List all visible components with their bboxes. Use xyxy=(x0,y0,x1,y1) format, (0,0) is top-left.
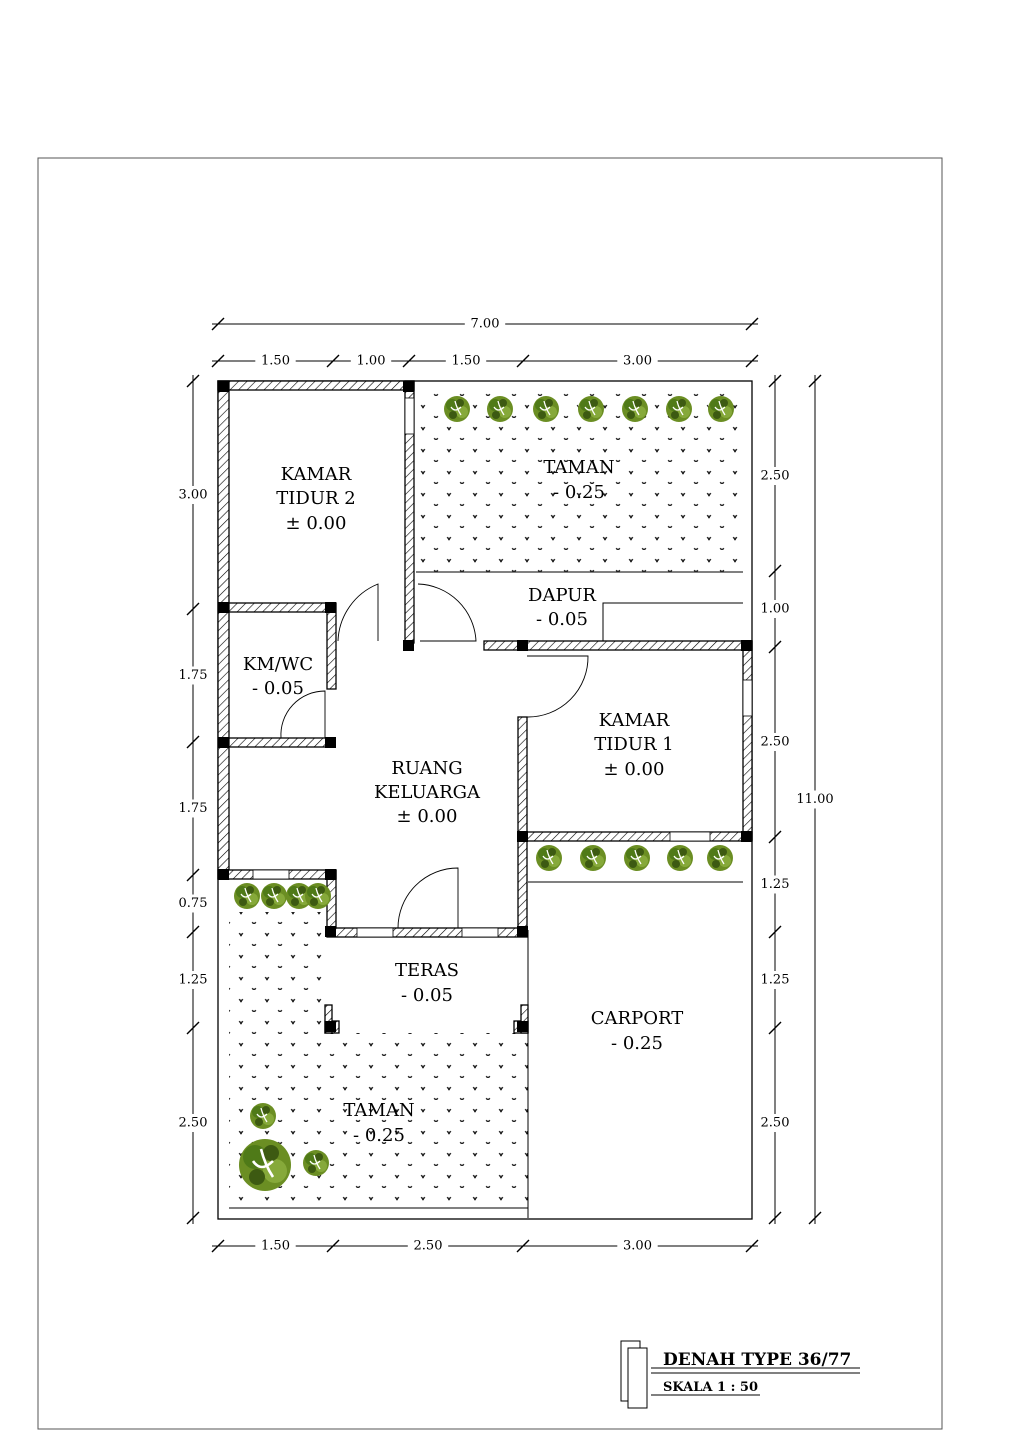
room-taman-front-name: TAMAN xyxy=(343,1100,414,1121)
dim-top-tick xyxy=(745,354,759,368)
room-kamar-tidur-1-name: KAMAR xyxy=(599,710,670,731)
dim-right-tick xyxy=(768,374,782,388)
dim-left-tick xyxy=(186,1021,200,1035)
room-kamar-tidur-2-name2: TIDUR 2 xyxy=(276,488,355,509)
dim-right-tick xyxy=(768,1021,782,1035)
room-kamar-tidur-1-level: ± 0.00 xyxy=(604,759,665,780)
dim-bottom-label: 3.00 xyxy=(623,1239,652,1254)
garden-front-mid xyxy=(329,1033,528,1208)
room-km-wc-name: KM/WC xyxy=(243,654,313,675)
dim-left-tick xyxy=(186,868,200,882)
dim-right-total-tick xyxy=(808,1211,822,1225)
title-block: DENAH TYPE 36/77 SKALA 1 : 50 xyxy=(620,1340,860,1409)
dim-right-label: 2.50 xyxy=(761,735,790,750)
drawing-title: DENAH TYPE 36/77 xyxy=(663,1350,851,1370)
door-swing-icon xyxy=(280,583,589,929)
dim-top-tick xyxy=(326,354,340,368)
room-taman-back-name: TAMAN xyxy=(543,457,614,478)
dim-top-label: 1.50 xyxy=(261,354,290,369)
dim-top-label: 1.00 xyxy=(357,354,386,369)
dim-right-label: 1.25 xyxy=(761,973,790,988)
kitchen-counter xyxy=(602,602,743,641)
dim-right-tick xyxy=(768,640,782,654)
dim-top-tick xyxy=(211,354,225,368)
dim-right-tick xyxy=(768,564,782,578)
room-carport-level: - 0.25 xyxy=(611,1033,663,1054)
drawing-scale: SKALA 1 : 50 xyxy=(663,1380,758,1395)
dim-right-tick xyxy=(768,830,782,844)
column-icon xyxy=(218,381,752,1032)
dim-top-total-tick xyxy=(211,317,225,331)
room-taman-back-level: - 0.25 xyxy=(553,482,605,503)
dim-bottom-tick xyxy=(745,1239,759,1253)
dim-left-tick xyxy=(186,602,200,616)
room-ruang-keluarga-name2: KELUARGA xyxy=(374,782,481,803)
room-km-wc-level: - 0.05 xyxy=(252,678,304,699)
dim-left-label: 0.75 xyxy=(179,896,208,911)
dim-top-label: 1.50 xyxy=(452,354,481,369)
dim-left-label: 1.75 xyxy=(179,668,208,683)
dim-bottom-tick xyxy=(326,1239,340,1253)
dim-left-label: 2.50 xyxy=(179,1116,208,1131)
dimension-lines: 7.00 1.50 1.00 1.50 3.00 1.50 2.50 3.00 3.00 1.75… xyxy=(172,315,839,1255)
dim-right-label: 1.25 xyxy=(761,877,790,892)
dim-right-label: 2.50 xyxy=(761,1116,790,1131)
dim-top-tick xyxy=(402,354,416,368)
room-kamar-tidur-1-name2: TIDUR 1 xyxy=(594,734,673,755)
dim-bottom-label: 2.50 xyxy=(414,1239,443,1254)
room-taman-front-level: - 0.25 xyxy=(353,1125,405,1146)
dim-left-label: 1.25 xyxy=(179,973,208,988)
dim-right-total-tick xyxy=(808,374,822,388)
room-carport-name: CARPORT xyxy=(591,1008,683,1029)
dim-top-tick xyxy=(516,354,530,368)
windows xyxy=(252,397,753,938)
room-dapur-level: - 0.05 xyxy=(536,609,588,630)
dim-left-tick xyxy=(186,735,200,749)
dim-left-tick xyxy=(186,925,200,939)
room-teras-name: TERAS xyxy=(395,960,459,981)
room-ruang-keluarga-name: RUANG xyxy=(391,758,462,779)
sheet-frame xyxy=(37,157,943,1430)
dim-right-tick xyxy=(768,1211,782,1225)
room-ruang-keluarga-level: ± 0.00 xyxy=(397,806,458,827)
dim-top-total-label: 7.00 xyxy=(471,317,500,332)
room-kamar-tidur-2-name: KAMAR xyxy=(281,464,352,485)
dim-bottom-tick xyxy=(516,1239,530,1253)
dim-bottom-label: 1.50 xyxy=(261,1239,290,1254)
dim-right-tick xyxy=(768,925,782,939)
dim-top-label: 3.00 xyxy=(623,354,652,369)
dim-left-tick xyxy=(186,1211,200,1225)
dim-top-total-tick xyxy=(745,317,759,331)
dim-bottom-tick xyxy=(211,1239,225,1253)
dim-right-label: 2.50 xyxy=(761,469,790,484)
dim-left-tick xyxy=(186,374,200,388)
room-teras-level: - 0.05 xyxy=(401,985,453,1006)
dim-left-label: 3.00 xyxy=(179,488,208,503)
dim-left-label: 1.75 xyxy=(179,801,208,816)
room-kamar-tidur-2-level: ± 0.00 xyxy=(286,513,347,534)
dim-right-label: 1.00 xyxy=(761,602,790,617)
garden-back xyxy=(416,390,743,572)
room-dapur-name: DAPUR xyxy=(528,585,596,606)
dim-right-total-label: 11.00 xyxy=(796,792,833,807)
